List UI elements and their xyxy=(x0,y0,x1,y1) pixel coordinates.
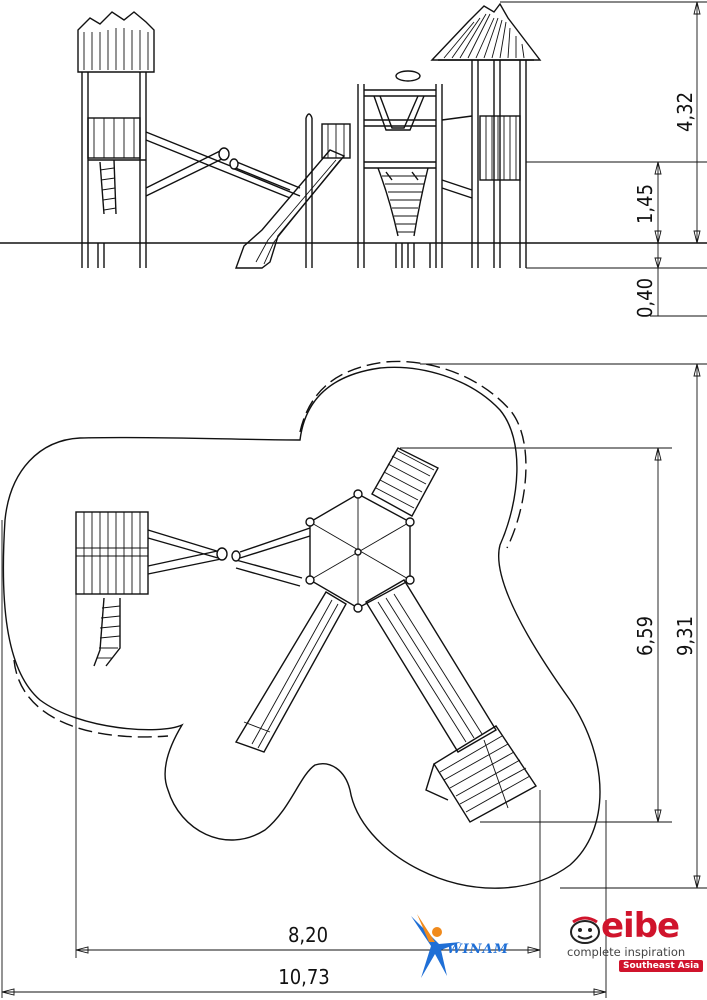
dim-inner-depth: 6,59 xyxy=(633,616,657,656)
elevation-view: 4,32 1,45 0,40 xyxy=(0,1,707,318)
plan-slide xyxy=(234,591,347,753)
dim-inner-width: 8,20 xyxy=(288,923,328,947)
eibe-face-icon xyxy=(570,916,600,944)
dim-platform-height: 1,45 xyxy=(633,184,657,224)
winam-logo: WINAM xyxy=(407,912,537,982)
eibe-region-badge: Southeast Asia xyxy=(619,960,704,972)
plan-view: 6,59 9,31 8,20 10,73 xyxy=(1,360,707,998)
linking-beams xyxy=(145,131,301,199)
eibe-wordmark: eibe xyxy=(601,906,680,946)
plan-hexagon-roof xyxy=(305,489,415,613)
dim-outer-width: 10,73 xyxy=(278,965,330,989)
dim-outer-depth: 9,31 xyxy=(673,616,697,656)
dim-foundation-depth: 0,40 xyxy=(633,278,657,318)
central-structure xyxy=(305,70,443,268)
dim-total-height: 4,32 xyxy=(673,92,697,132)
eibe-logo: eibe complete inspiration Southeast Asia xyxy=(565,906,704,974)
plan-left-tower xyxy=(75,511,149,667)
slide xyxy=(235,149,346,269)
plan-climbing-net xyxy=(371,447,439,517)
elevation-dimensions: 4,32 1,45 0,40 xyxy=(500,1,707,318)
plan-right-tower xyxy=(365,579,538,823)
winam-wordmark: WINAM xyxy=(447,942,510,957)
left-tower xyxy=(77,11,155,268)
right-tower xyxy=(430,2,542,268)
winam-figure-icon xyxy=(411,914,461,978)
eibe-tagline: complete inspiration xyxy=(567,945,686,959)
plan-dimensions: 6,59 9,31 8,20 10,73 xyxy=(1,363,707,998)
safety-zone-dashed xyxy=(299,360,527,549)
safety-zone-outline xyxy=(2,366,601,889)
plan-linking-beams xyxy=(147,527,311,587)
